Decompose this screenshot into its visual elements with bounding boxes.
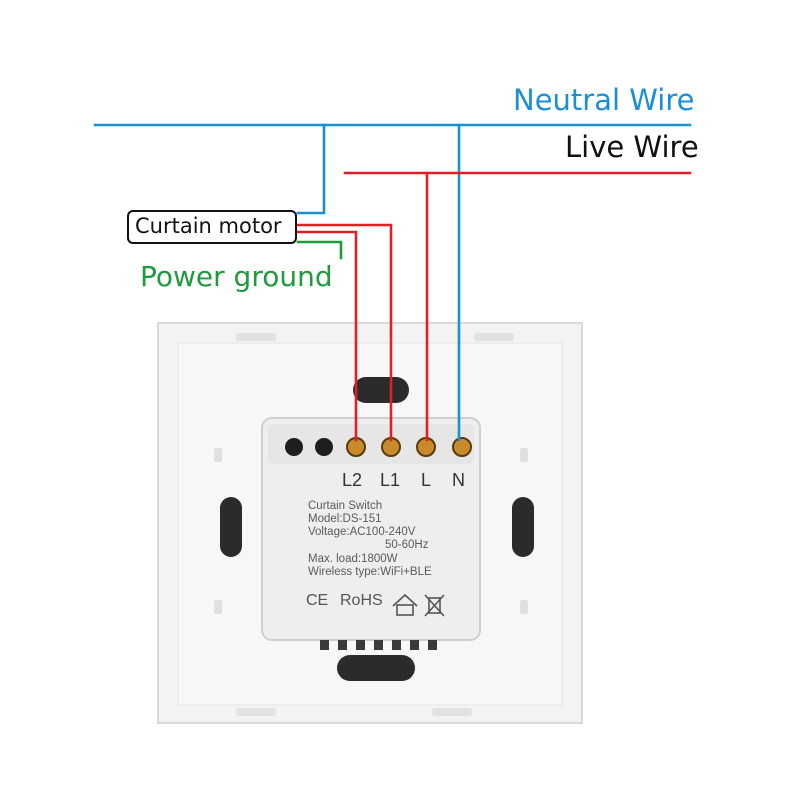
terminal-label-l1: L1 bbox=[380, 470, 401, 490]
neutral-to-motor-wire bbox=[296, 123, 326, 215]
module-wireless-type: Wireless type:WiFi+BLE bbox=[308, 566, 432, 578]
module-model: Model:DS-151 bbox=[308, 513, 382, 525]
module-name: Curtain Switch bbox=[308, 500, 383, 512]
ce-mark: CE bbox=[306, 592, 329, 609]
weee-bin-icon bbox=[424, 594, 445, 617]
house-icon bbox=[392, 593, 418, 616]
panel-notches bbox=[214, 448, 528, 614]
terminal-blank bbox=[285, 438, 303, 456]
power-ground-label: Power ground bbox=[140, 260, 333, 293]
neutral-wire-label: Neutral Wire bbox=[513, 83, 695, 117]
motor-to-l1-wire bbox=[296, 223, 393, 442]
panel-clip bbox=[432, 708, 472, 716]
module-max-load: Max. load:1800W bbox=[308, 553, 398, 565]
module-voltage: Voltage:AC100-240V bbox=[308, 526, 416, 538]
panel-clip bbox=[474, 333, 514, 341]
curtain-motor-label: Curtain motor bbox=[135, 214, 282, 238]
module-vents bbox=[320, 640, 437, 650]
panel-clip bbox=[236, 708, 276, 716]
terminal-blank bbox=[315, 438, 333, 456]
rohs-mark: RoHS bbox=[340, 592, 383, 609]
live-wire-label: Live Wire bbox=[565, 130, 699, 164]
power-ground-wire bbox=[296, 240, 343, 260]
curtain-motor-box bbox=[127, 210, 297, 244]
terminal-label-l2: L2 bbox=[342, 470, 363, 490]
mounting-slot bbox=[353, 377, 409, 403]
module-frequency: 50-60Hz bbox=[385, 539, 429, 551]
mounting-slot bbox=[337, 655, 415, 681]
motor-to-l2-wire bbox=[296, 230, 358, 442]
panel-clip bbox=[236, 333, 276, 341]
terminal-label-l: L bbox=[421, 470, 432, 490]
mounting-slot bbox=[220, 497, 242, 557]
switch-module bbox=[261, 417, 481, 641]
terminal-n bbox=[452, 437, 472, 457]
terminal-label-n: N bbox=[452, 470, 465, 490]
mounting-slot bbox=[512, 497, 534, 557]
